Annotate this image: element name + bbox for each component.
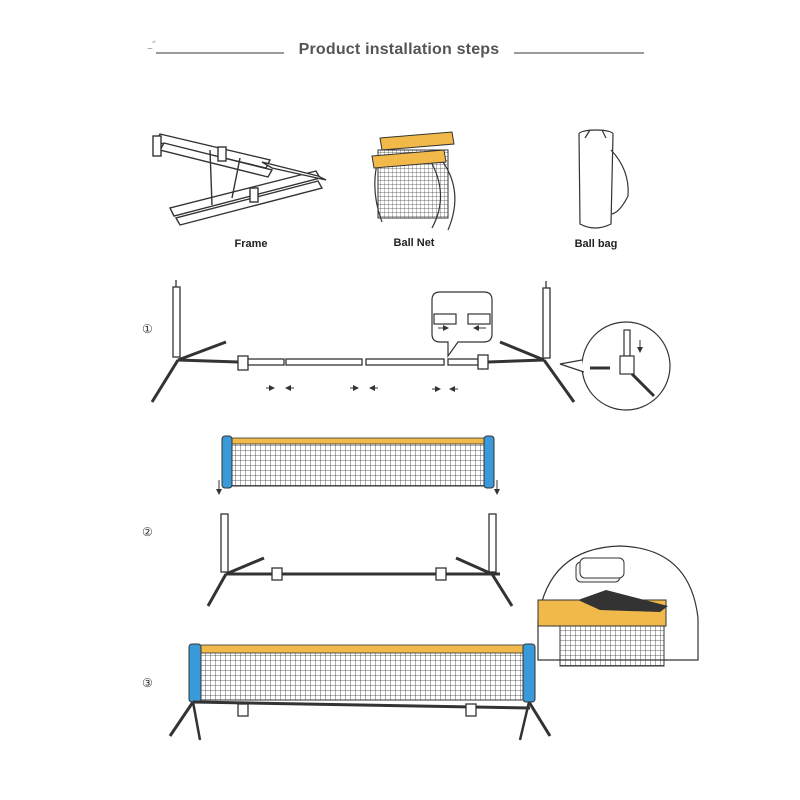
step-3-assembled-net [168, 643, 552, 741]
header: ̲ ʻʼ Product installation steps [150, 40, 650, 66]
step-1-arrows [266, 385, 458, 392]
step-marker-3: ③ [142, 676, 153, 690]
frame-illustration [152, 133, 327, 226]
page-title: Product installation steps [298, 41, 500, 58]
step-2-frame [206, 513, 514, 607]
header-fragment: ̲ ʻʼ [150, 40, 156, 49]
step-2-net [216, 435, 500, 495]
zoom-callout [559, 321, 671, 411]
header-rule-right [514, 52, 644, 54]
zoom-callout [431, 291, 493, 358]
header-rule-left [156, 52, 284, 54]
step-marker-2: ② [142, 525, 153, 539]
ball-net-illustration [371, 131, 456, 231]
part-label-ball-bag: Ball bag [574, 238, 618, 250]
part-label-frame: Frame [234, 238, 268, 250]
part-label-ball-net: Ball Net [393, 237, 435, 249]
step-marker-1: ① [142, 322, 153, 336]
step-1-frame [150, 280, 576, 403]
zoom-callout [537, 545, 699, 667]
ball-bag-illustration [578, 129, 629, 229]
